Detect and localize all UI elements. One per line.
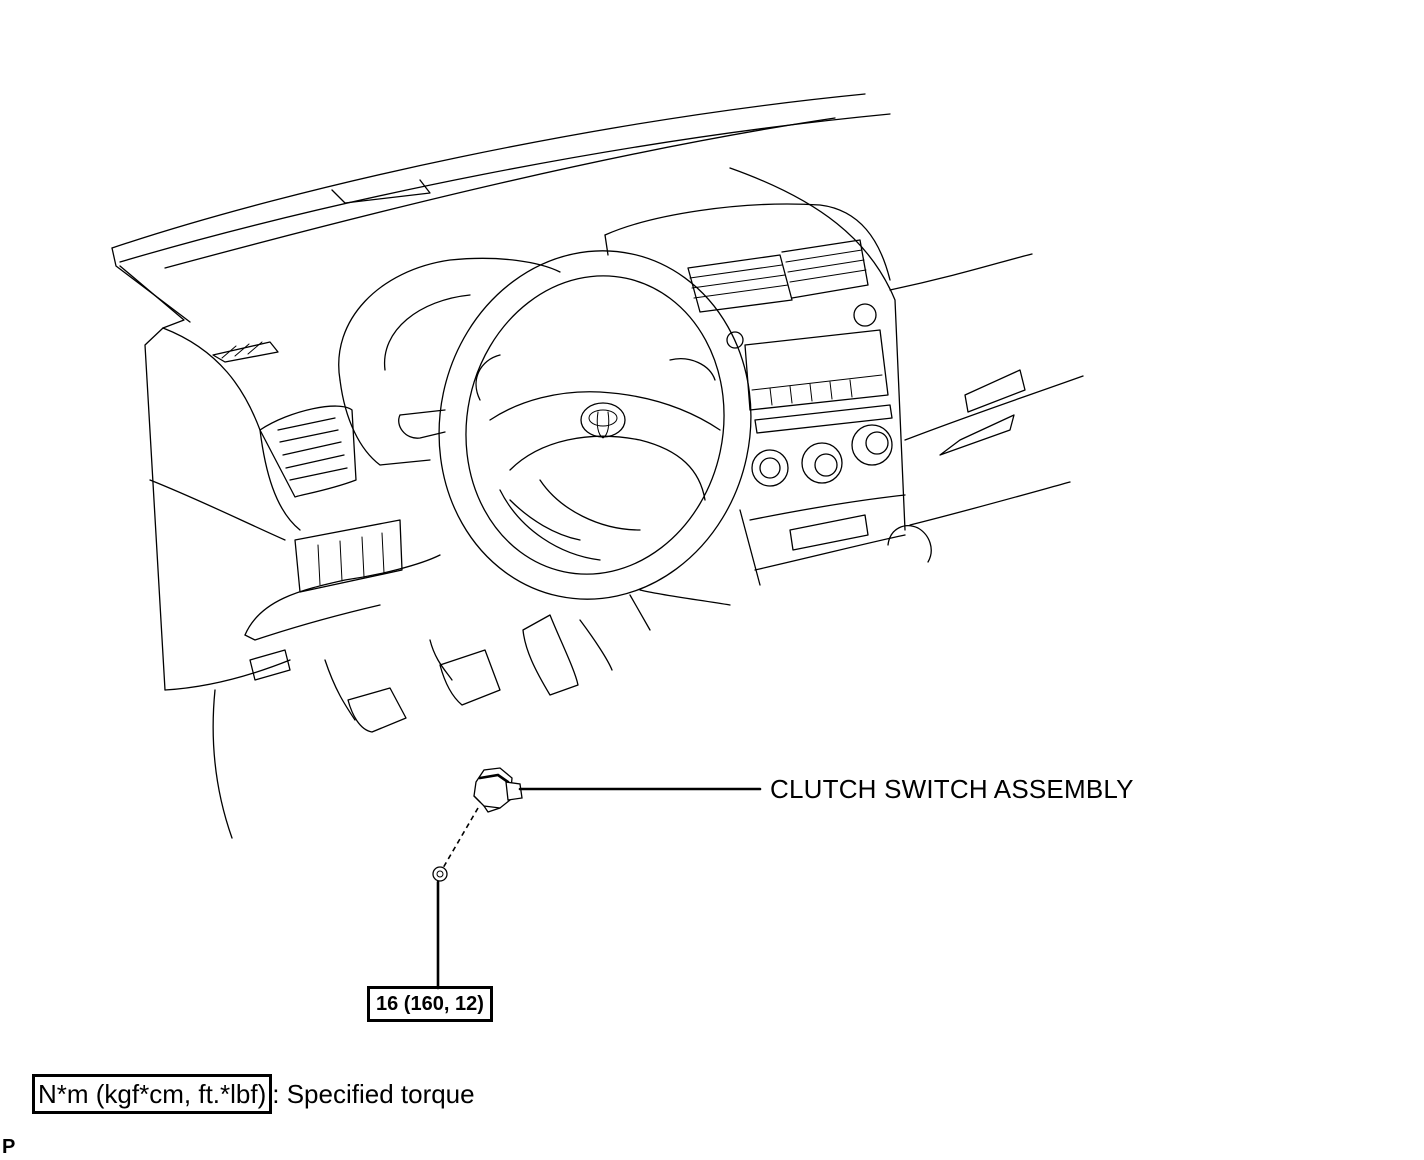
clutch-switch-part bbox=[473, 767, 523, 813]
center-console bbox=[604, 167, 932, 586]
figure-code: P bbox=[2, 1136, 16, 1158]
legend-units-box: N*m (kgf*cm, ft.*lbf) bbox=[32, 1074, 273, 1114]
install-dashed-line bbox=[442, 807, 479, 869]
instrument-cluster-hood bbox=[338, 257, 561, 466]
clutch-switch-label: CLUTCH SWITCH ASSEMBLY bbox=[770, 774, 1134, 804]
dashboard-top-edge bbox=[111, 93, 891, 329]
dashboard-left-body bbox=[144, 327, 291, 839]
nut-part bbox=[432, 866, 448, 882]
left-air-vent bbox=[259, 405, 357, 531]
steering-wheel bbox=[438, 250, 752, 631]
pedals bbox=[324, 614, 613, 733]
left-switch-panel bbox=[244, 519, 441, 641]
torque-spec-box: 16 (160, 12) bbox=[367, 986, 493, 1022]
torque-legend: N*m (kgf*cm, ft.*lbf) : Specified torque bbox=[32, 1074, 475, 1114]
dashboard-right-side bbox=[889, 253, 1084, 526]
legend-description: : Specified torque bbox=[272, 1078, 475, 1109]
